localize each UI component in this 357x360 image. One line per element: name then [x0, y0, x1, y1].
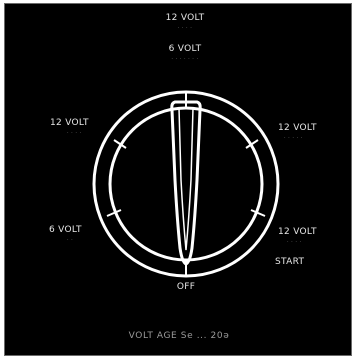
setting-label-top-12v: 12 VOLT	[166, 13, 205, 23]
setting-sublabel-left-12v: · · · ·	[67, 130, 82, 136]
setting-sublabel-top-6v: · · · · · · ·	[171, 56, 198, 62]
setting-sublabel-top-12v: · · · ·	[178, 25, 193, 31]
setting-sublabel-left-6v: · ·	[67, 237, 73, 243]
dial-inner-ring	[110, 108, 262, 260]
knob-pointer[interactable]	[172, 102, 200, 264]
charger-control-panel: 12 VOLT · · · · 6 VOLT · · · · · · · 12 …	[4, 3, 352, 356]
setting-label-right-12v-upper: 12 VOLT	[278, 123, 317, 133]
setting-label-right-12v-lower: 12 VOLT	[278, 227, 317, 237]
panel-caption: VOLT AGE Se ... 20ə	[5, 331, 353, 341]
setting-label-left-12v: 12 VOLT	[50, 118, 89, 128]
knob-pointer-inner	[179, 108, 193, 250]
setting-label-left-6v: 6 VOLT	[49, 225, 82, 235]
setting-label-off: OFF	[177, 282, 195, 292]
setting-label-start: START	[275, 257, 304, 267]
setting-sublabel-right-12v-upper: · · · · ·	[284, 135, 303, 141]
setting-label-top-6v: 6 VOLT	[169, 44, 202, 54]
setting-sublabel-right-12v-lower: · · · ·	[287, 239, 302, 245]
